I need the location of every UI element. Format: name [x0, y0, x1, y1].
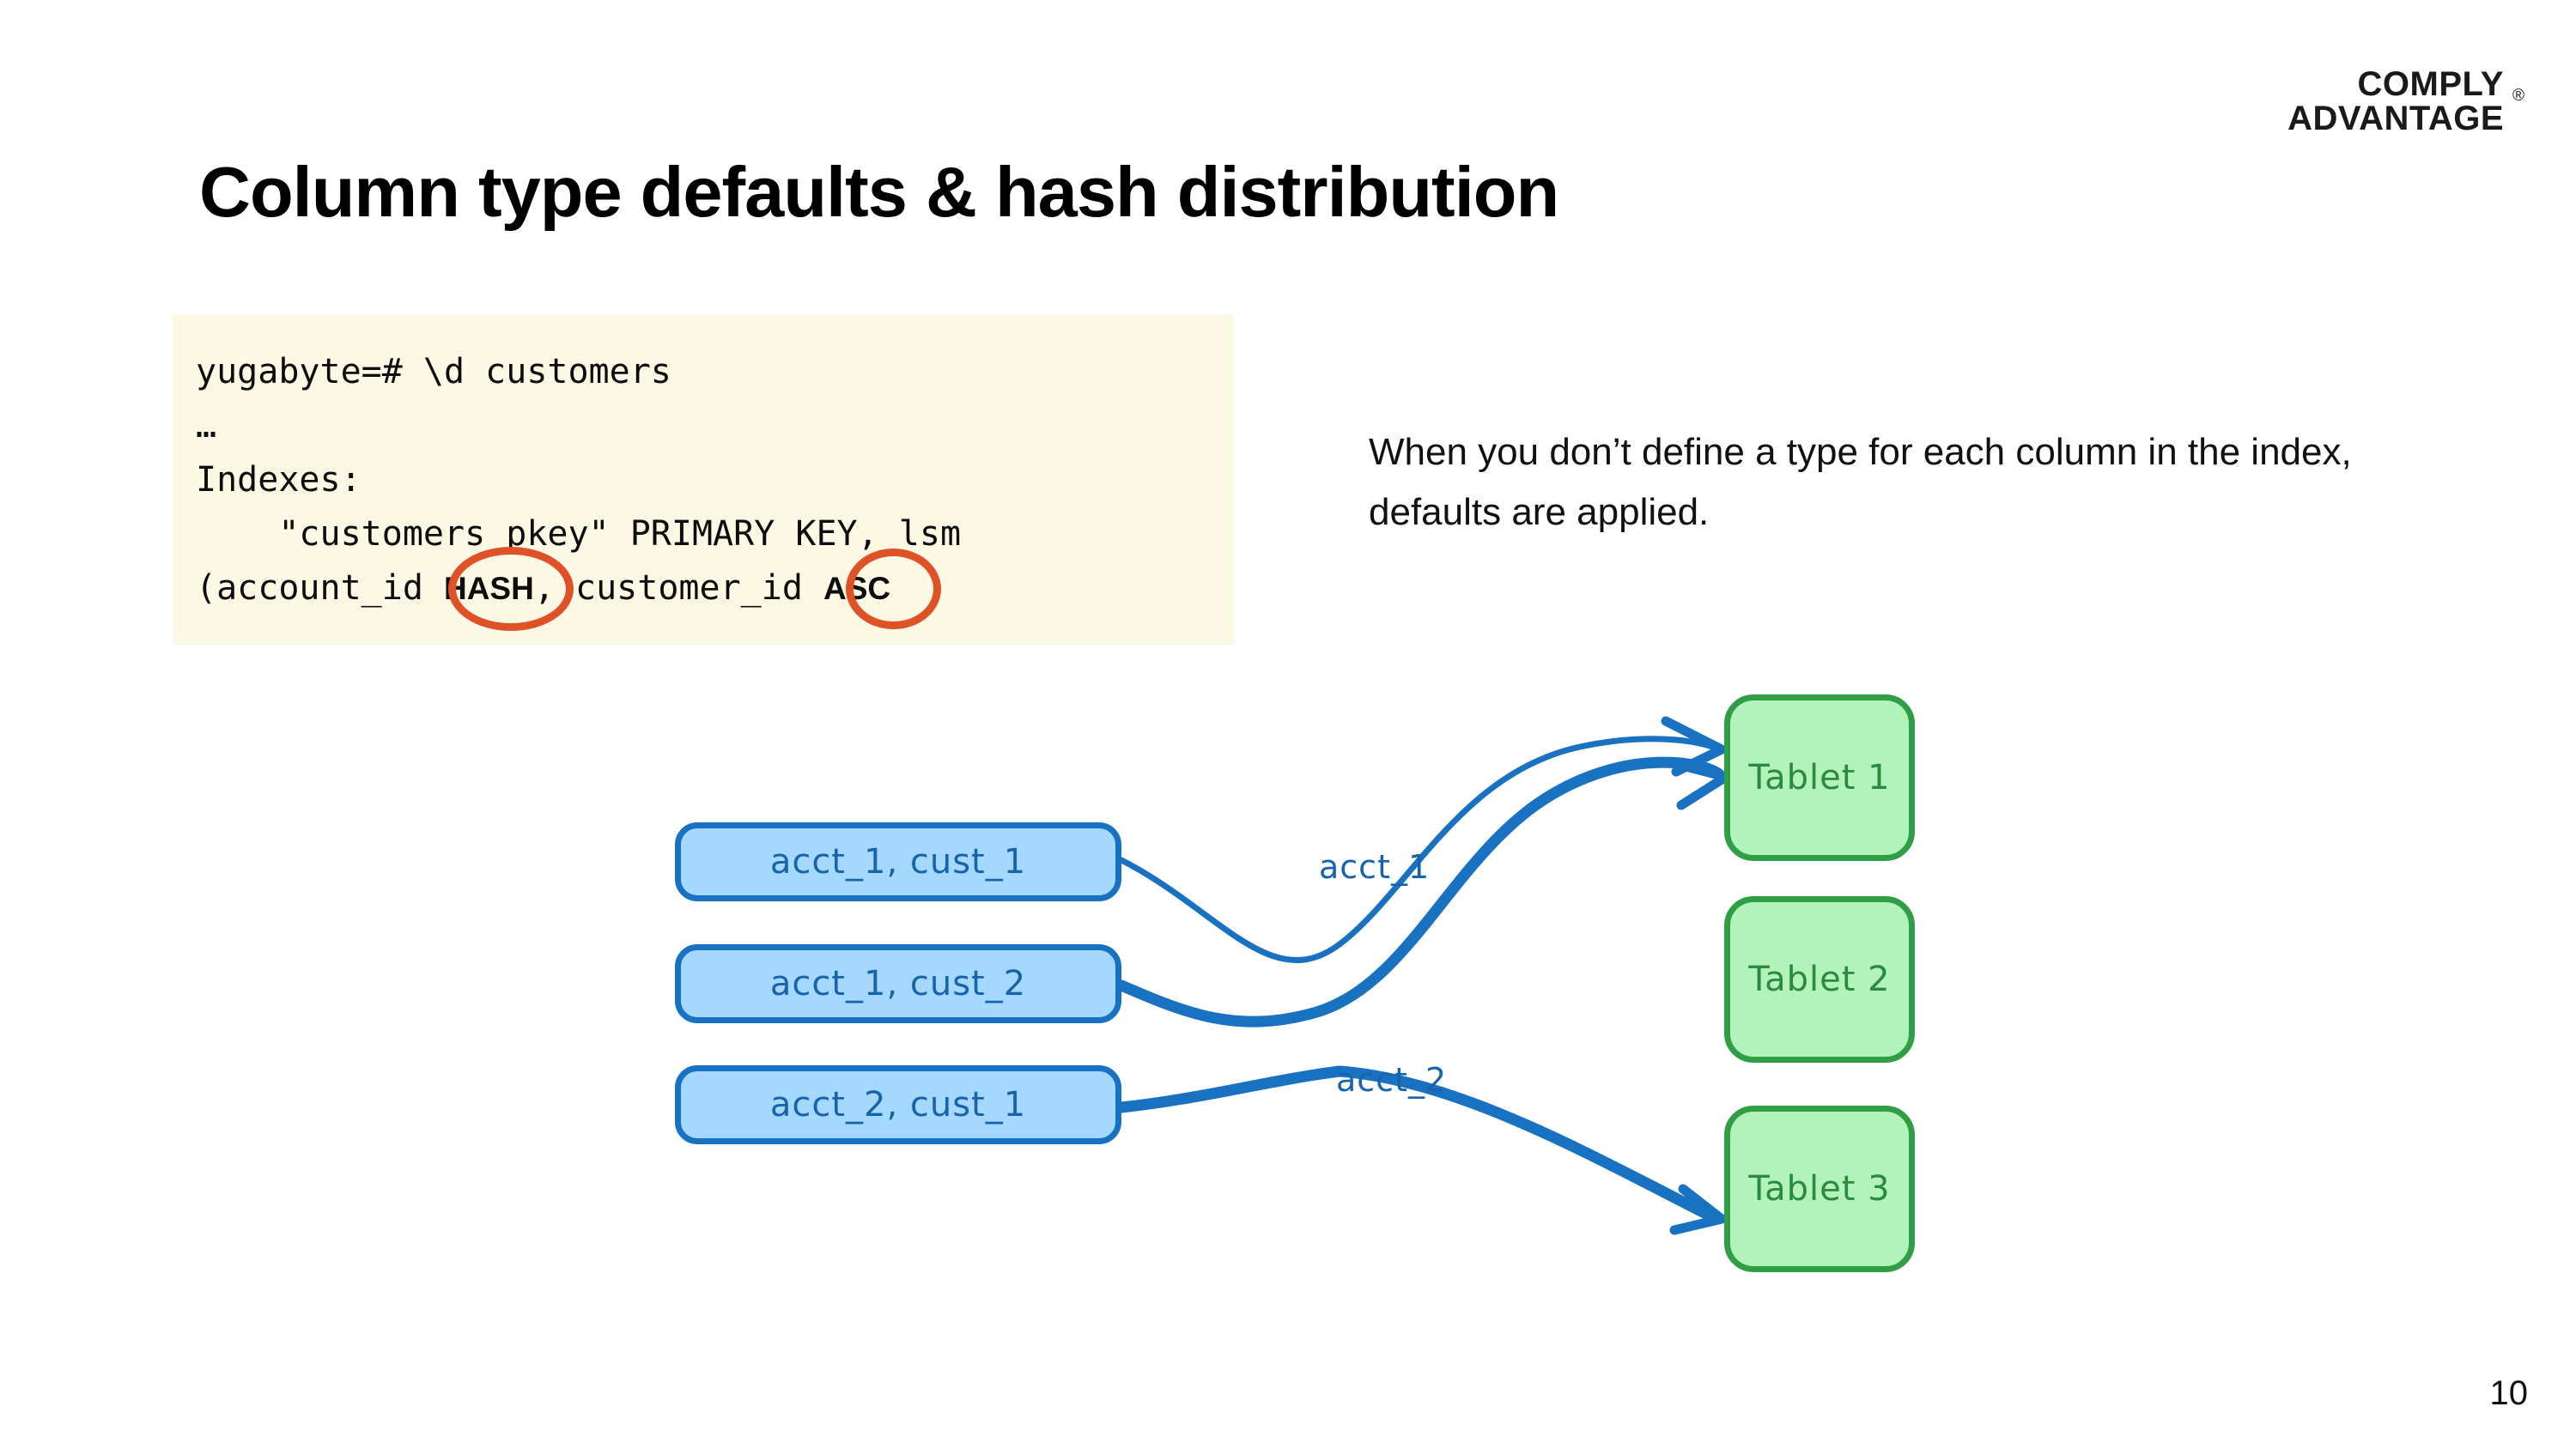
edge-path-acct1-row2 — [1115, 756, 1725, 1028]
asc-annotation-circle-icon — [846, 549, 941, 629]
page-title: Column type defaults & hash distribution — [199, 152, 1559, 232]
code-line-4: "customers_pkey" PRIMARY KEY, lsm — [196, 514, 962, 554]
arrowhead-tablet1-a — [1661, 716, 1727, 777]
logo-line-advantage: ADVANTAGE — [2287, 100, 2504, 137]
code-line-5-prefix: (account_id — [196, 568, 444, 608]
logo-line-comply: COMPLY — [2357, 65, 2504, 103]
registered-trademark-icon: ® — [2512, 87, 2524, 105]
arrowhead-tablet3 — [1669, 1184, 1727, 1235]
source-row-2-label: acct_1, cust_2 — [769, 964, 1027, 1003]
code-block: yugabyte=# \d customers … Indexes: "cust… — [173, 314, 1234, 645]
code-line-5-mid: , customer_id — [533, 568, 823, 608]
code-line-2: … — [196, 406, 217, 446]
tablet-2[interactable]: Tablet 2 — [1724, 896, 1915, 1063]
tablet-3[interactable]: Tablet 3 — [1724, 1106, 1915, 1272]
tablet-3-label: Tablet 3 — [1748, 1169, 1891, 1209]
hash-annotation-circle-icon — [448, 547, 574, 631]
source-row-1[interactable]: acct_1, cust_1 — [675, 822, 1121, 901]
arrowhead-tablet1-b — [1664, 757, 1731, 810]
tablet-2-label: Tablet 2 — [1748, 960, 1891, 999]
tablet-1[interactable]: Tablet 1 — [1724, 694, 1915, 861]
source-row-3-label: acct_2, cust_1 — [769, 1085, 1027, 1125]
source-row-1-label: acct_1, cust_1 — [769, 842, 1027, 882]
edge-label-acct-1: acct_1 — [1319, 848, 1431, 886]
code-line-3: Indexes: — [196, 460, 361, 500]
page-number: 10 — [2489, 1374, 2529, 1412]
side-note-text: When you don’t define a type for each co… — [1369, 431, 2352, 533]
tablet-1-label: Tablet 1 — [1748, 758, 1891, 797]
comply-advantage-logo: COMPLY ADVANTAGE ® — [2287, 65, 2524, 137]
edge-label-acct-2: acct_2 — [1336, 1061, 1448, 1099]
source-row-2[interactable]: acct_1, cust_2 — [675, 944, 1121, 1023]
source-row-3[interactable]: acct_2, cust_1 — [675, 1065, 1121, 1144]
code-block-text: yugabyte=# \d customers … Indexes: "cust… — [196, 345, 961, 615]
code-line-1: yugabyte=# \d customers — [196, 352, 671, 391]
